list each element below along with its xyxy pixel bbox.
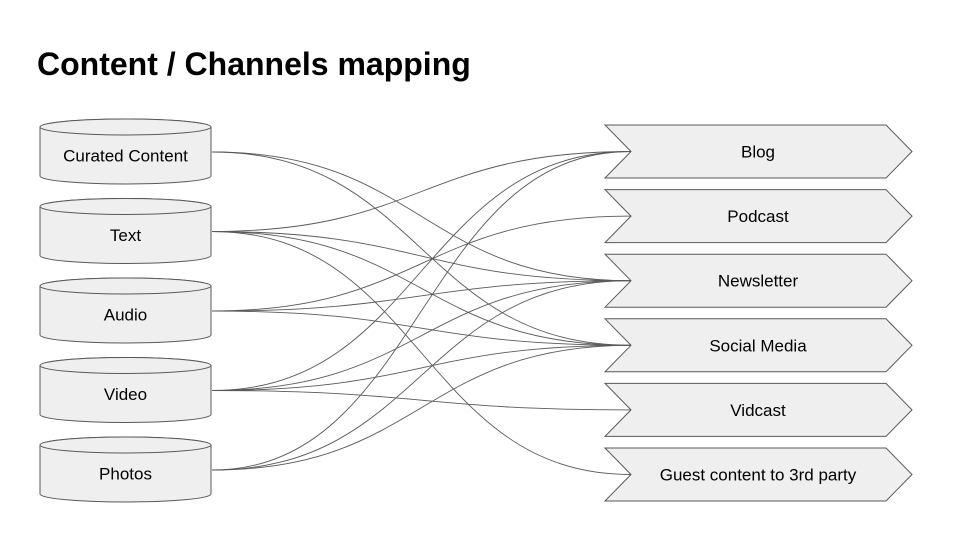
chevron-shape [603,447,913,502]
connector-curated-content-to-social-media [211,151,632,346]
cylinder-top [39,118,212,136]
connector-curated-content-to-newsletter [211,151,632,282]
cylinder-top [39,277,212,295]
cylinder-top [39,198,212,215]
channel-label: Blog [741,143,775,162]
chevron-shape [603,253,913,308]
connector-photos-to-newsletter [211,280,632,471]
source-photos: Photos [39,436,212,503]
channel-label: Guest content to 3rd party [660,466,857,485]
page-title: Content / Channels mapping [37,46,471,82]
chevron-shape [603,124,913,179]
connector-video-to-vidcast [211,390,632,411]
cylinder-top [39,357,212,374]
connector-text-to-guest-content-to-3rd-party [211,231,632,475]
connector-video-to-newsletter [211,280,632,391]
cylinder-top [39,436,212,454]
connector-layer [211,151,632,475]
connector-text-to-blog [211,151,632,232]
channel-label: Newsletter [718,272,799,291]
connector-text-to-newsletter [211,231,632,282]
chevron-shape [603,318,913,373]
source-label: Photos [99,465,152,484]
chevron-shape [603,382,913,437]
source-curated-content: Curated Content [39,118,212,185]
channel-vidcast: Vidcast [603,382,913,437]
source-label: Curated Content [63,147,188,166]
source-label: Audio [104,306,147,325]
source-label: Video [104,385,147,404]
channel-podcast: Podcast [603,189,913,244]
channel-guest-content-to-3rd-party: Guest content to 3rd party [603,447,913,502]
connector-text-to-social-media [211,231,632,346]
channel-newsletter: Newsletter [603,253,913,308]
connector-audio-to-podcast [211,215,632,312]
connector-photos-to-social-media [211,344,632,471]
channel-label: Podcast [727,207,789,226]
source-text: Text [39,198,212,264]
channel-label: Vidcast [730,401,786,420]
source-audio: Audio [39,277,212,344]
connector-video-to-blog [211,151,632,391]
connector-video-to-social-media [211,344,632,391]
channel-blog: Blog [603,124,913,179]
connector-audio-to-social-media [211,310,632,346]
source-video: Video [39,357,212,423]
chevron-shape [603,189,913,244]
channel-label: Social Media [709,336,807,355]
connector-photos-to-blog [211,151,632,471]
channel-social-media: Social Media [603,318,913,373]
source-label: Text [110,226,141,245]
connector-audio-to-newsletter [211,280,632,312]
